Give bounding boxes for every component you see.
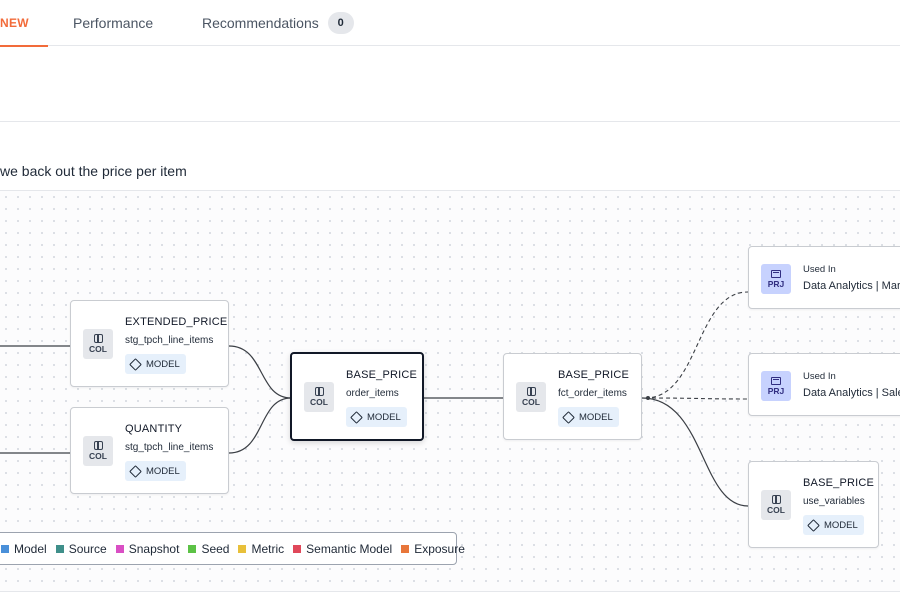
node-quantity[interactable]: COL QUANTITY stg_tpch_line_items MODEL [70, 407, 229, 494]
legend-label: Model [14, 541, 47, 556]
legend-item-model: Model [1, 542, 47, 556]
legend-item-exposure: Exposure [401, 542, 465, 556]
tab-bar: NEW Performance Recommendations 0 [0, 0, 900, 47]
legend-label: Exposure [414, 541, 465, 556]
cube-icon [807, 518, 820, 532]
column-icon: COL [83, 329, 113, 359]
legend-swatch [115, 544, 124, 553]
node-used-in-project-1[interactable]: PRJ Used In Data Analytics | Mar [748, 246, 900, 309]
tab-new-label: NEW [0, 16, 29, 30]
node-base-price-order-items[interactable]: COL BASE_PRICE order_items MODEL [290, 352, 424, 441]
cube-icon [129, 357, 142, 371]
legend-item-metric: Metric [238, 542, 284, 556]
tab-new[interactable]: NEW [0, 0, 48, 47]
node-base-price-fct-order-items[interactable]: COL BASE_PRICE fct_order_items MODEL [503, 353, 642, 440]
model-type-pill: MODEL [803, 515, 864, 535]
legend-item-semantic-model: Semantic Model [293, 542, 392, 556]
node-model-name: use_variables [803, 496, 865, 507]
legend-swatch [238, 544, 247, 553]
legend-label: Source [68, 541, 107, 556]
project-name: Data Analytics | Mar [803, 280, 900, 292]
section-divider [0, 121, 900, 122]
model-type-pill: MODEL [125, 354, 186, 374]
recommendations-count-badge: 0 [327, 12, 354, 34]
edge-extended-price-to-base-price [228, 345, 292, 399]
node-title: EXTENDED_PRICE [125, 316, 228, 328]
model-type-pill: MODEL [558, 407, 619, 427]
legend-item-source: Source [55, 541, 107, 556]
edge-fct-to-used-in-2 [644, 397, 749, 400]
tab-recommendations[interactable]: Recommendations 0 [202, 0, 354, 46]
column-icon: COL [304, 382, 334, 412]
cube-icon [562, 410, 575, 424]
node-model-name: stg_tpch_line_items [125, 335, 214, 346]
model-type-pill: MODEL [346, 407, 407, 427]
legend-label: Semantic Model [306, 541, 393, 556]
legend-swatch [401, 544, 410, 553]
legend-swatch [188, 544, 197, 553]
project-icon: PRJ [761, 371, 791, 401]
legend-swatch [55, 544, 64, 553]
node-title: BASE_PRICE [346, 369, 418, 381]
node-title: BASE_PRICE [803, 477, 875, 489]
used-in-caption: Used In [803, 371, 836, 382]
project-name: Data Analytics | Sale [803, 387, 900, 399]
legend-label: Snapshot [128, 541, 180, 556]
legend-swatch [1, 544, 9, 553]
column-icon: COL [516, 382, 546, 412]
cube-icon [129, 464, 142, 478]
project-icon: PRJ [761, 264, 791, 294]
node-title: BASE_PRICE [558, 369, 630, 381]
node-model-name: stg_tpch_line_items [125, 442, 214, 453]
legend-item-seed: Seed [188, 542, 229, 556]
edge-fct-to-use-variables [641, 397, 749, 507]
legend-label: Metric [251, 541, 285, 556]
column-icon: COL [83, 436, 113, 466]
column-icon: COL [761, 490, 791, 520]
tab-performance-label: Performance [73, 15, 154, 31]
column-description: we back out the price per item [0, 163, 187, 179]
legend-label: Seed [201, 541, 230, 556]
node-model-name: fct_order_items [558, 388, 627, 399]
model-type-pill: MODEL [125, 461, 186, 481]
legend-swatch [293, 544, 302, 553]
node-title: QUANTITY [125, 423, 183, 435]
node-extended-price[interactable]: COL EXTENDED_PRICE stg_tpch_line_items M… [70, 300, 229, 387]
used-in-caption: Used In [803, 264, 836, 275]
edge-fct-to-used-in-1 [644, 291, 749, 399]
tab-recommendations-label: Recommendations [202, 15, 319, 31]
node-used-in-project-2[interactable]: PRJ Used In Data Analytics | Sale [748, 353, 900, 416]
node-base-price-use-variables[interactable]: COL BASE_PRICE use_variables MODEL [748, 461, 879, 548]
resource-type-legend: Model Source Snapshot Seed Metric Semantic Mo… [0, 532, 465, 565]
edge-junction-dot [646, 396, 650, 400]
node-model-name: order_items [346, 388, 399, 399]
legend-item-snapshot: Snapshot [115, 541, 180, 556]
edge-quantity-to-base-price [228, 397, 292, 454]
cube-icon [350, 410, 363, 424]
tab-performance[interactable]: Performance [73, 0, 153, 46]
